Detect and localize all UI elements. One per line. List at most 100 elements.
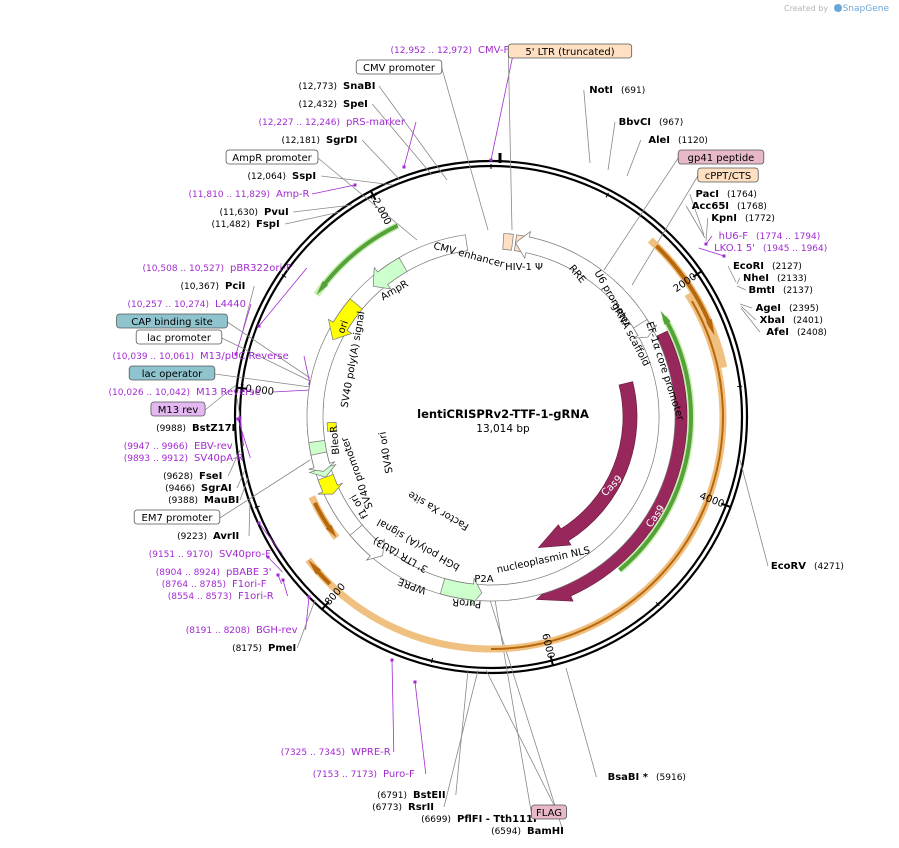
fspi-callout[interactable]: FspI(11,482) <box>211 219 279 230</box>
cppt-cts-callout[interactable]: cPPT/CTS <box>697 167 759 183</box>
maubi-callout[interactable]: MauBI(9388) <box>168 495 239 506</box>
m13-reverse-callout[interactable]: M13 Reverse(10,026 .. 10,042) <box>109 387 261 398</box>
hu6-f-callout[interactable]: hU6-F(1774 .. 1794) <box>719 231 821 242</box>
puro-f-callout[interactable]: Puro-F(7153 .. 7173) <box>313 769 415 780</box>
pvui-callout[interactable]: PvuI(11,630) <box>219 207 288 218</box>
maubi-label: MauBI <box>204 495 239 506</box>
alei-connector <box>626 139 642 177</box>
avrii-callout[interactable]: AvrII(9223) <box>177 531 239 542</box>
bamhi-callout[interactable]: BamHI(6594) <box>491 826 564 837</box>
lac-operator-connector <box>214 373 311 388</box>
snabi-callout[interactable]: SnaBI (12,773) <box>298 81 375 92</box>
ebv-rev-callout[interactable]: EBV-rev(9947 .. 9966) <box>124 441 233 452</box>
m13-puc-reverse-callout[interactable]: M13/pUC Reverse(10,039 .. 10,061) <box>113 351 289 362</box>
noti-callout[interactable]: NotI(691) <box>589 85 645 96</box>
bmti-connector <box>736 285 746 291</box>
paci-callout[interactable]: PacI(1764) <box>696 189 757 200</box>
l4440-callout[interactable]: L4440(10,257 .. 10,274) <box>128 299 246 310</box>
pcii-label: PciI <box>225 281 245 292</box>
hiv-1-feature-label: HIV-1 Ψ <box>505 262 543 273</box>
agei-callout[interactable]: AgeI(2395) <box>756 303 819 314</box>
pbr322ori-f-callout[interactable]: pBR322ori-F(10,508 .. 10,527) <box>143 263 292 274</box>
ampr-promoter-callout[interactable]: AmpR promoter <box>225 149 319 165</box>
pbr322ori-f-connector <box>258 267 308 327</box>
agei-position: (2395) <box>789 304 819 314</box>
lac-operator-callout[interactable]: lac operator <box>128 365 216 381</box>
cmv-promoter-label: CMV promoter <box>363 63 436 74</box>
flag-connector <box>494 599 532 814</box>
acc65i-callout[interactable]: Acc65I(1768) <box>692 201 767 212</box>
gp41-peptide-callout[interactable]: gp41 peptide <box>677 149 765 165</box>
pcii-callout[interactable]: PciI(10,367) <box>180 281 245 292</box>
bsteii-connector <box>455 669 469 796</box>
rsrii-callout[interactable]: RsrII(6773) <box>372 802 434 813</box>
minor-tick <box>722 503 728 507</box>
ef1a-arrow <box>632 319 658 339</box>
em7-promoter-callout[interactable]: EM7 promoter <box>133 509 221 525</box>
ampr-promoter-connector <box>317 157 418 241</box>
avrii-connector <box>248 499 251 537</box>
f1ori-f-position: (8764 .. 8785) <box>162 580 226 590</box>
m13-rev-callout[interactable]: M13 rev <box>150 401 206 417</box>
snabi-position: (12,773) <box>298 82 337 92</box>
f1ori-f-callout[interactable]: F1ori-F(8764 .. 8785) <box>162 579 267 590</box>
bsteii-label: BstEII <box>413 790 446 801</box>
cap-binding-site-callout[interactable]: CAP binding site <box>116 313 228 329</box>
bsabi-callout[interactable]: BsaBI *(5916) <box>608 772 686 783</box>
5-ltr-truncated-callout[interactable]: 5' LTR (truncated) <box>507 43 633 59</box>
wpre-r-callout[interactable]: WPRE-R(7325 .. 7345) <box>281 747 391 758</box>
pbabe-3-label: pBABE 3' <box>226 567 272 578</box>
wpre-arrow <box>349 524 385 561</box>
alei-callout[interactable]: AleI(1120) <box>648 135 708 146</box>
sv40pa-r-label: SV40pA-R <box>194 453 243 464</box>
amp-r-callout[interactable]: Amp-R(11,810 .. 11,829) <box>189 189 310 200</box>
spei-callout[interactable]: SpeI(12,432) <box>298 99 367 110</box>
cmv-f-callout[interactable]: CMV-F(12,952 .. 12,972) <box>391 45 510 56</box>
xbai-label: XbaI <box>760 315 785 326</box>
map-center: lentiCRISPRv2-TTF-1-gRNA 13,014 bp <box>417 407 589 435</box>
lko-1-5-callout[interactable]: LKO.1 5'(1945 .. 1964) <box>714 243 827 254</box>
ecorv-callout[interactable]: EcoRV(4271) <box>771 561 844 572</box>
bstz17i-position: (9988) <box>156 424 186 434</box>
lac-promoter-callout[interactable]: lac promoter <box>135 329 223 345</box>
ebv-rev-label: EBV-rev <box>194 441 233 452</box>
bbvci-callout[interactable]: BbvCI(967) <box>619 117 684 128</box>
flag-callout[interactable]: FLAG <box>531 804 568 820</box>
pvui-connector <box>293 204 353 213</box>
5-ltr-truncated-box <box>507 43 633 59</box>
nhei-callout[interactable]: NheI(2133) <box>743 273 807 284</box>
ampr-promoter-label: AmpR promoter <box>232 153 312 164</box>
ecori-callout[interactable]: EcoRI(2127) <box>733 261 802 272</box>
sgrai-callout[interactable]: SgrAI(9466) <box>165 483 232 494</box>
sv40pa-r-callout[interactable]: SV40pA-R(9893 .. 9912) <box>124 453 244 464</box>
bsteii-callout[interactable]: BstEII(6791) <box>377 790 446 801</box>
wpre-r-site-mark <box>390 658 394 662</box>
bmti-callout[interactable]: BmtI(2137) <box>748 285 812 296</box>
bstz17i-callout[interactable]: BstZ17I(9988) <box>156 423 235 434</box>
nhei-label: NheI <box>743 273 769 284</box>
afei-position: (2408) <box>797 328 827 338</box>
rsrii-connector <box>443 669 479 808</box>
cmv-promoter-callout[interactable]: CMV promoter <box>355 59 443 75</box>
afei-callout[interactable]: AfeI(2408) <box>766 327 827 338</box>
sgrdi-callout[interactable]: SgrDI(12,181) <box>281 135 357 146</box>
orange-arrow-wpre <box>313 502 337 538</box>
kpni-callout[interactable]: KpnI(1772) <box>711 213 775 224</box>
l4440-site-mark <box>234 352 238 356</box>
bgh-rev-callout[interactable]: BGH-rev(8191 .. 8208) <box>186 625 298 636</box>
ecorv-label: EcoRV <box>771 561 806 572</box>
pmei-position: (8175) <box>232 644 262 654</box>
snabi-label: SnaBI <box>343 81 375 92</box>
m13-puc-reverse-connector <box>303 355 311 385</box>
f1ori-r-callout[interactable]: F1ori-R(8554 .. 8573) <box>168 591 274 602</box>
fsei-callout[interactable]: FseI(9628) <box>163 471 222 482</box>
sgrai-connector <box>236 469 246 489</box>
sv40pro-f-callout[interactable]: SV40pro-F(9151 .. 9170) <box>149 549 271 560</box>
xbai-callout[interactable]: XbaI(2401) <box>760 315 823 326</box>
pflfi-tth111i-callout[interactable]: PflFI - Tth111I(6699) <box>421 814 537 825</box>
sspi-callout[interactable]: SspI(12,064) <box>247 171 316 182</box>
prs-marker-callout[interactable]: pRS-marker(12,227 .. 12,246) <box>259 117 406 128</box>
pmei-callout[interactable]: PmeI(8175) <box>232 643 296 654</box>
fsei-position: (9628) <box>163 472 193 482</box>
pbabe-3-callout[interactable]: pBABE 3'(8904 .. 8924) <box>156 567 272 578</box>
